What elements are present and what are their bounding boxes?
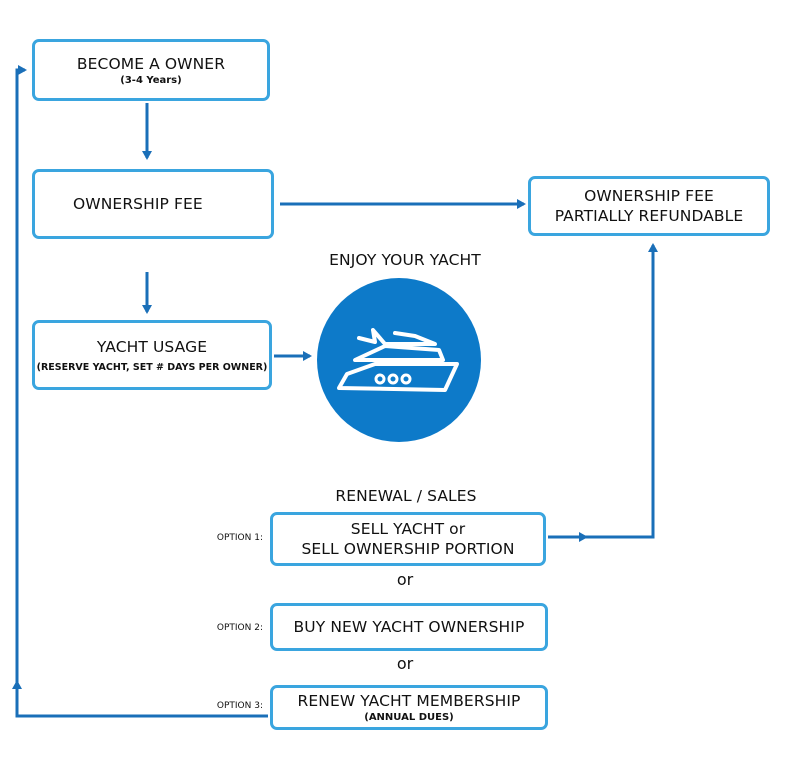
- fee-refundable-node: OWNERSHIP FEE PARTIALLY REFUNDABLE: [528, 176, 770, 236]
- yacht-usage-subtitle: (RESERVE YACHT, SET # DAYS PER OWNER): [36, 361, 268, 373]
- renewal-heading: RENEWAL / SALES: [335, 487, 477, 505]
- yacht-usage-node: YACHT USAGE (RESERVE YACHT, SET # DAYS P…: [32, 320, 272, 390]
- become-owner-subtitle: (3-4 Years): [120, 74, 182, 86]
- option2-node: BUY NEW YACHT OWNERSHIP: [270, 603, 548, 651]
- option3-label: OPTION 3:: [216, 701, 263, 711]
- option3-subtitle: (ANNUAL DUES): [364, 712, 454, 723]
- arrow-loop-to-owner: [15, 65, 27, 693]
- option2-title: BUY NEW YACHT OWNERSHIP: [293, 618, 525, 636]
- ownership-fee-title: OWNERSHIP FEE: [73, 195, 203, 213]
- yacht-icon: [317, 278, 481, 442]
- option3-title: RENEW YACHT MEMBERSHIP: [297, 692, 521, 710]
- yacht-usage-title: YACHT USAGE: [96, 337, 208, 356]
- enjoy-title: ENJOY YOUR YACHT: [329, 251, 481, 269]
- become-owner-title: BECOME A OWNER: [76, 54, 226, 73]
- option1-line2: SELL OWNERSHIP PORTION: [301, 540, 515, 558]
- arrow-option1-to-refundable: [586, 243, 658, 539]
- become-owner-node: BECOME A OWNER (3-4 Years): [32, 39, 270, 101]
- option2-label: OPTION 2:: [216, 623, 263, 633]
- fee-refundable-line2: PARTIALLY REFUNDABLE: [554, 207, 744, 225]
- ownership-fee-node: OWNERSHIP FEE: [32, 169, 274, 239]
- option1-line1: SELL YACHT or: [350, 520, 466, 538]
- or-divider-2: or: [396, 654, 414, 673]
- option1-node: SELL YACHT or SELL OWNERSHIP PORTION: [270, 512, 546, 566]
- or-divider-1: or: [396, 570, 414, 589]
- option3-node: RENEW YACHT MEMBERSHIP (ANNUAL DUES): [270, 685, 548, 730]
- option1-label: OPTION 1:: [216, 533, 263, 543]
- fee-refundable-line1: OWNERSHIP FEE: [584, 187, 714, 205]
- arrow-option3-loop-left: [15, 693, 268, 718]
